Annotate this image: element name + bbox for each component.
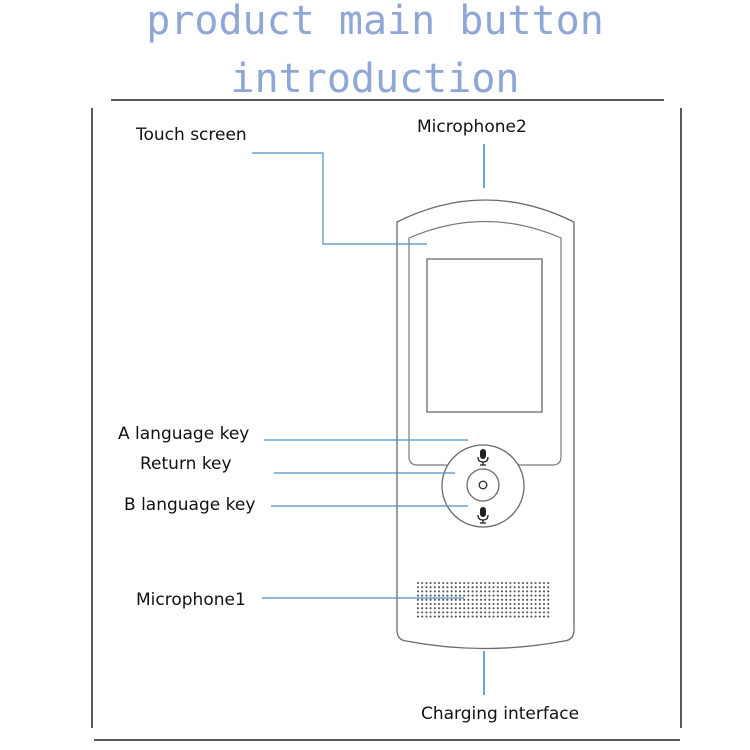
microphone1-label: Microphone1 bbox=[136, 590, 246, 610]
return-key-button bbox=[466, 468, 500, 502]
diagram-title-line1: product main button bbox=[146, 0, 604, 44]
touch-screen-label: Touch screen bbox=[136, 125, 247, 145]
touch-screen-callout-line bbox=[252, 152, 427, 245]
a-language-key-label: A language key bbox=[118, 424, 250, 444]
microphone2-label: Microphone2 bbox=[417, 117, 527, 137]
microphone-icon bbox=[477, 507, 489, 524]
microphone1-grille bbox=[416, 581, 550, 618]
touch-screen-display bbox=[426, 258, 543, 413]
diagram-title-line2: introduction bbox=[230, 56, 520, 102]
charging-interface-label: Charging interface bbox=[421, 704, 580, 724]
microphone-icon bbox=[477, 449, 489, 466]
b-language-key-label: B language key bbox=[124, 495, 256, 515]
circle-icon bbox=[478, 480, 488, 490]
return-key-label: Return key bbox=[140, 454, 232, 474]
